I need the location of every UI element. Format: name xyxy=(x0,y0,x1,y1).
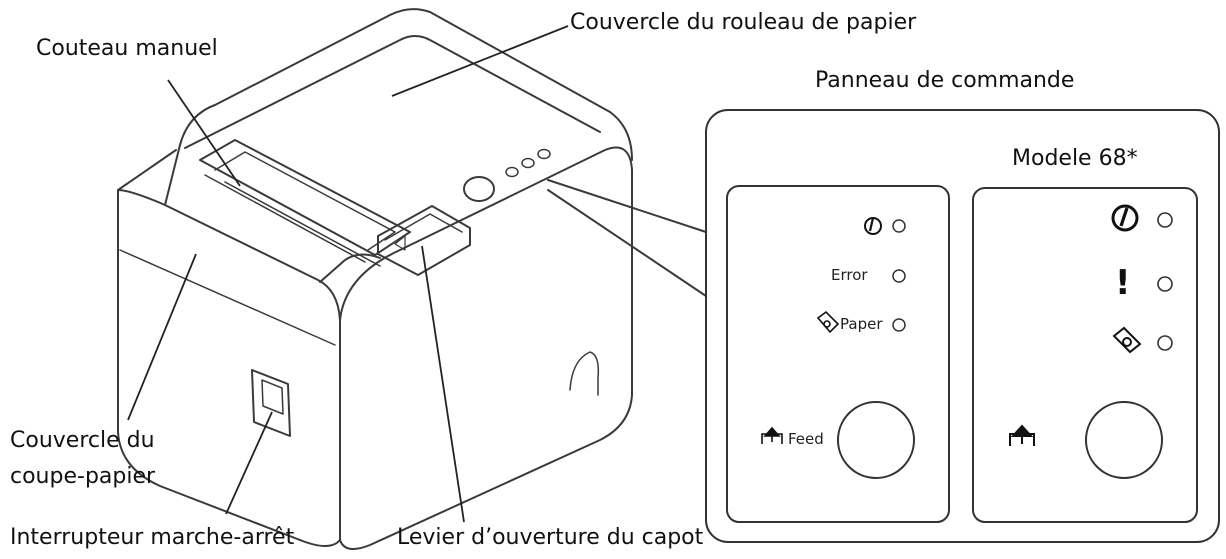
right-error-icon: ! xyxy=(1115,263,1131,303)
left-feed-label: Feed xyxy=(788,430,824,448)
printer-feed-button xyxy=(463,176,495,202)
right-feed-icon xyxy=(1009,424,1035,446)
magnify-wedge-bottom xyxy=(547,189,707,297)
control-panel-frame xyxy=(705,109,1220,543)
right-feed-button xyxy=(1085,401,1163,479)
right-paper-icon xyxy=(1112,326,1142,354)
left-power-icon xyxy=(864,217,882,235)
right-power-led xyxy=(1157,212,1173,228)
magnify-wedge-top xyxy=(547,179,707,233)
right-panel xyxy=(972,187,1198,523)
printer-top-cover xyxy=(164,8,633,206)
label-model-68: Modele 68* xyxy=(1012,146,1138,171)
left-power-led xyxy=(892,219,906,233)
left-error-label: Error xyxy=(831,266,868,284)
leader-cover-lever xyxy=(421,245,465,523)
printer-led xyxy=(521,157,535,169)
leader-power-switch xyxy=(225,411,273,515)
cover-open-lever xyxy=(377,205,471,276)
right-error-led xyxy=(1157,276,1173,292)
left-panel xyxy=(726,185,950,523)
label-power-switch: Interrupteur marche-arrêt xyxy=(10,525,295,550)
printer-led xyxy=(505,166,519,178)
right-power-icon xyxy=(1111,204,1139,232)
right-paper-led xyxy=(1157,335,1173,351)
left-paper-led xyxy=(892,318,906,332)
label-control-panel: Panneau de commande xyxy=(815,68,1075,93)
label-cover-open-lever: Levier d’ouverture du capot xyxy=(397,525,704,550)
label-cutter-cover-line2: coupe-papier xyxy=(10,464,156,489)
power-switch xyxy=(251,369,291,437)
label-cutter-cover-line1: Couvercle du xyxy=(10,428,155,453)
leader-paper-roll-cover xyxy=(391,25,569,97)
left-error-led xyxy=(892,269,906,283)
leader-cutter-cover xyxy=(127,253,197,421)
printer-front-face xyxy=(117,189,341,547)
printer-led xyxy=(537,148,551,160)
paper-slot xyxy=(199,139,411,256)
left-feed-icon xyxy=(761,426,783,444)
left-paper-label: Paper xyxy=(840,315,883,333)
label-paper-roll-cover: Couvercle du rouleau de papier xyxy=(570,10,917,35)
label-manual-cutter: Couteau manuel xyxy=(36,36,218,61)
left-feed-button xyxy=(837,401,915,479)
printer-side-face xyxy=(339,146,633,550)
leader-manual-cutter xyxy=(167,79,241,187)
left-paper-icon xyxy=(816,310,840,334)
